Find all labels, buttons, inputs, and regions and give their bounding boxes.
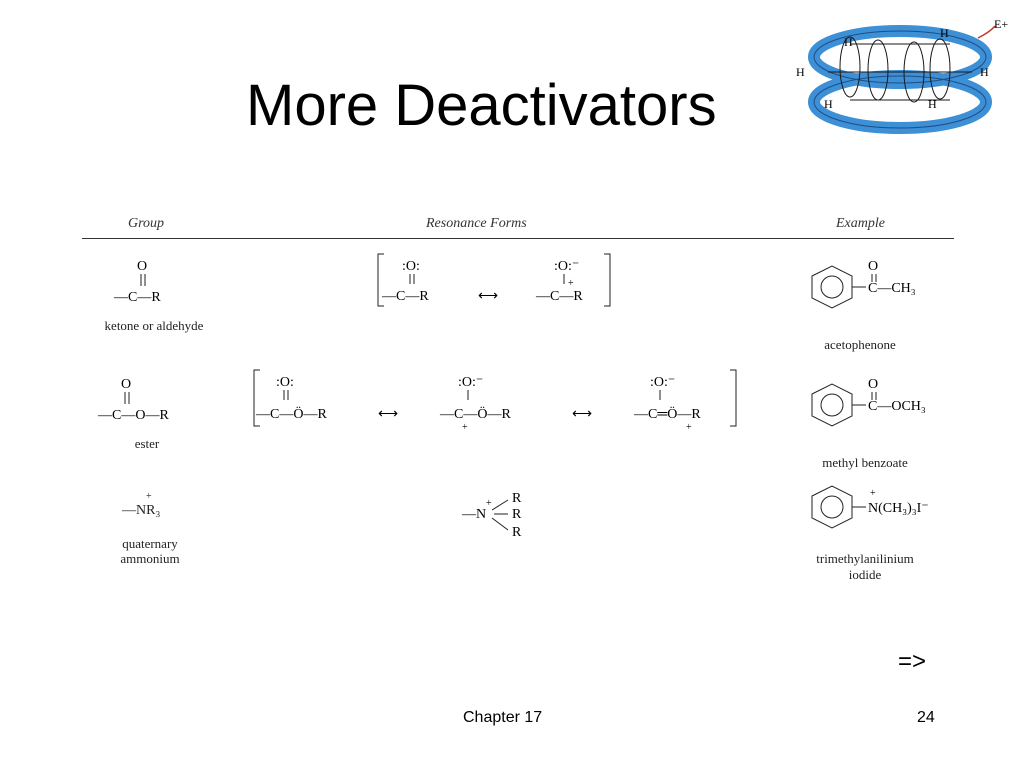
page-number: 24	[917, 709, 935, 726]
example-label: methyl benzoate	[822, 455, 908, 470]
group-label-line1: quaternary	[122, 536, 178, 551]
svg-text:+: +	[486, 498, 492, 509]
svg-text:+: +	[686, 422, 692, 432]
header-group: Group	[128, 216, 165, 231]
svg-text:O: O	[868, 377, 878, 392]
svg-text:O: O	[121, 377, 131, 392]
footer-chapter: Chapter 17	[463, 709, 543, 726]
next-slide-link[interactable]: =>	[898, 648, 927, 675]
example-label: acetophenone	[824, 337, 896, 352]
example-substituent: C—CH₃	[868, 281, 916, 296]
example-substituent: C—OCH₃	[868, 399, 926, 414]
svg-text:—C—R: —C—R	[113, 290, 161, 305]
svg-text:⟷: ⟷	[572, 407, 592, 422]
h-atom-label: H	[928, 97, 937, 111]
svg-text:+: +	[462, 422, 468, 432]
h-atom-label: H	[940, 26, 949, 40]
table-rule	[82, 238, 954, 239]
svg-text:R: R	[512, 491, 522, 506]
svg-text::O:: :O:	[402, 259, 420, 274]
svg-text::O:⁻: :O:⁻	[650, 375, 675, 390]
h-atom-label: H	[844, 35, 853, 49]
example-label-line2: iodide	[848, 567, 882, 582]
group-formula: —NR₃	[122, 503, 161, 518]
svg-text:R: R	[512, 507, 522, 522]
slide-title: More Deactivators	[246, 73, 717, 138]
h-atom-label: H	[796, 65, 805, 79]
svg-text:—C—R: —C—R	[535, 289, 583, 304]
svg-text:+: +	[870, 488, 876, 499]
group-label: ester	[134, 436, 160, 451]
svg-text::O:⁻: :O:⁻	[554, 259, 579, 274]
svg-text:O: O	[137, 259, 147, 274]
svg-text:R: R	[512, 525, 522, 540]
charge-plus: +	[146, 491, 152, 502]
svg-text::O:⁻: :O:⁻	[458, 375, 483, 390]
svg-text:O: O	[868, 259, 878, 274]
svg-text:⟷: ⟷	[478, 289, 498, 304]
methyl-benzoate-structure: O C—OCH₃	[811, 377, 926, 427]
header-resonance-forms: Resonance Forms	[426, 216, 527, 231]
ketone-resonance-forms: :O: —C—R ⟷ :O:⁻ + —C—R	[377, 253, 611, 307]
trimethylanilinium-structure: + N(CH₃)₃I⁻	[811, 485, 929, 529]
group-label: ketone or aldehyde	[104, 318, 204, 333]
svg-text:+: +	[568, 278, 574, 289]
benzene-orbital-diagram: H H H H H H E+	[796, 17, 1008, 134]
ester-group-structure: O —C—O—R	[97, 377, 169, 423]
svg-text:—C═Ö—R: —C═Ö—R	[633, 405, 701, 422]
svg-text:—N: —N	[461, 507, 486, 522]
ester-resonance-forms: :O: —C—Ö—R ⟷ :O:⁻ —C—Ö—R + ⟷ :O:⁻ —C═Ö—R…	[253, 369, 737, 432]
group-label-line2: ammonium	[120, 551, 180, 566]
svg-text:—C—R: —C—R	[381, 289, 429, 304]
acetophenone-structure: O C—CH₃	[811, 259, 916, 309]
svg-text:—C—Ö—R: —C—Ö—R	[255, 405, 327, 422]
svg-text::O:: :O:	[276, 375, 294, 390]
example-substituent: N(CH₃)₃I⁻	[868, 501, 929, 516]
header-example: Example	[836, 216, 885, 231]
svg-text:—C—Ö—R: —C—Ö—R	[439, 405, 511, 422]
example-label-line1: trimethylanilinium	[816, 551, 914, 566]
ammonium-resonance-form: —N + R R R	[461, 491, 522, 540]
h-atom-label: H	[980, 65, 989, 79]
ketone-group-structure: O —C—R	[113, 259, 161, 305]
h-atom-label: H	[824, 97, 833, 111]
electrophile-label: E+	[994, 17, 1008, 31]
svg-text:—C—O—R: —C—O—R	[97, 408, 169, 423]
svg-text:⟷: ⟷	[378, 407, 398, 422]
